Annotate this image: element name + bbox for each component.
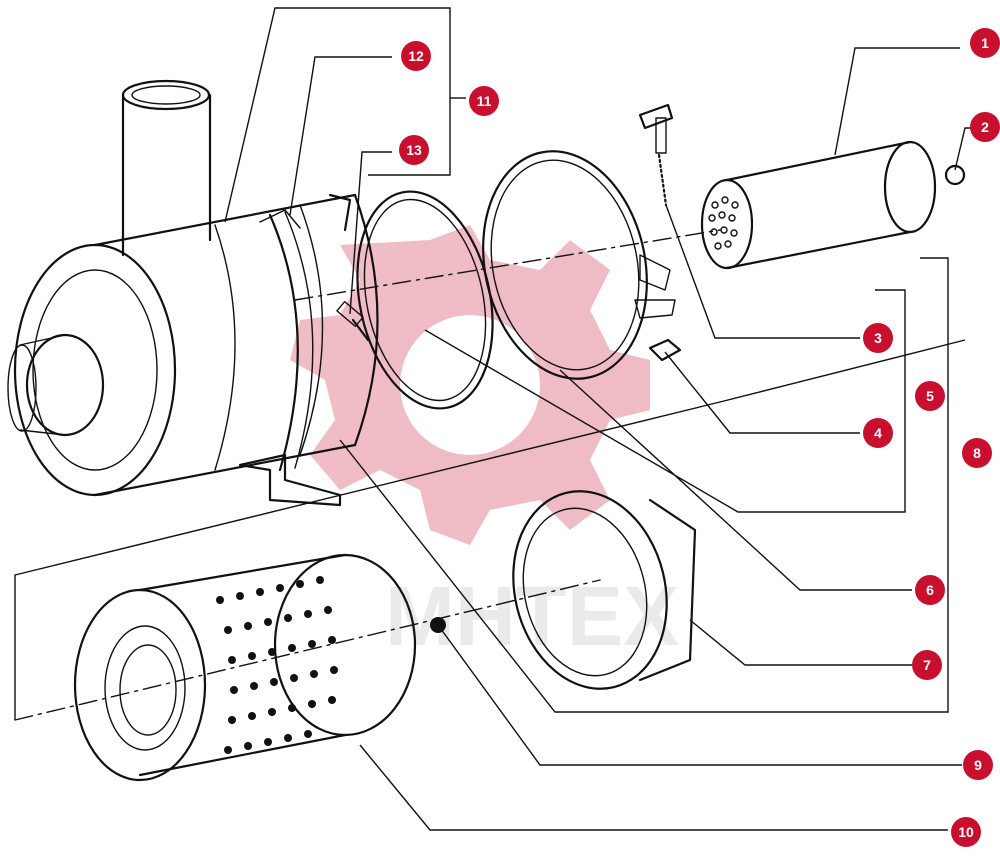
watermark-text: MHTEX: [385, 569, 679, 663]
callout-12: 12: [401, 41, 431, 71]
callout-2: 2: [970, 112, 1000, 142]
leader-3: [665, 204, 860, 339]
outer-filter-element: [73, 553, 417, 782]
callout-13-label: 13: [406, 142, 422, 158]
inner-filter-element: [700, 140, 937, 270]
callout-11: 11: [469, 86, 499, 116]
band-clip: [328, 193, 352, 232]
callout-9-label: 9: [974, 757, 982, 773]
callout-7-label: 7: [923, 657, 931, 673]
clamp-nut: [648, 338, 682, 362]
callout-4-label: 4: [874, 425, 882, 441]
callout-6-label: 6: [926, 582, 934, 598]
clamp-band: [482, 150, 676, 380]
callout-10: 10: [951, 817, 981, 847]
leader-lines: [14, 7, 975, 831]
leader-4: [664, 351, 860, 434]
leader-9: [437, 624, 962, 766]
callout-11-label: 11: [477, 93, 492, 109]
callout-5: 5: [915, 381, 945, 411]
axis-line-upper: [294, 229, 721, 301]
end-ring: [512, 490, 697, 690]
watermark-gear-icon: [290, 225, 650, 545]
callout-3-label: 3: [874, 330, 882, 346]
callout-3: 3: [863, 323, 893, 353]
callout-9: 9: [963, 750, 993, 780]
callout-6: 6: [915, 575, 945, 605]
wing-bolt: [638, 103, 674, 207]
callout-2-label: 2: [981, 119, 989, 135]
callout-7: 7: [912, 650, 942, 680]
callout-8-label: 8: [973, 445, 981, 461]
leader-11-upper: [224, 7, 451, 223]
leader-13: [349, 151, 392, 315]
leader-8: [339, 257, 949, 713]
leader-7: [689, 619, 912, 666]
axis-leader: [14, 339, 966, 720]
leader-1: [834, 47, 960, 156]
leader-12: [289, 56, 392, 216]
leader-6: [559, 369, 912, 591]
callout-1-label: 1: [981, 35, 989, 51]
callout-4: 4: [863, 418, 893, 448]
callout-12-label: 12: [408, 48, 424, 64]
leader-10: [359, 744, 948, 831]
callout-8: 8: [962, 438, 992, 468]
housing: [7, 79, 379, 507]
nut: [944, 164, 966, 186]
callout-5-label: 5: [926, 388, 934, 404]
callout-10-label: 10: [958, 824, 974, 840]
band-screw: [336, 300, 370, 342]
callout-13: 13: [399, 135, 429, 165]
axis-line-lower: [14, 579, 601, 721]
callout-1: 1: [970, 28, 1000, 58]
leader-5: [424, 289, 906, 513]
